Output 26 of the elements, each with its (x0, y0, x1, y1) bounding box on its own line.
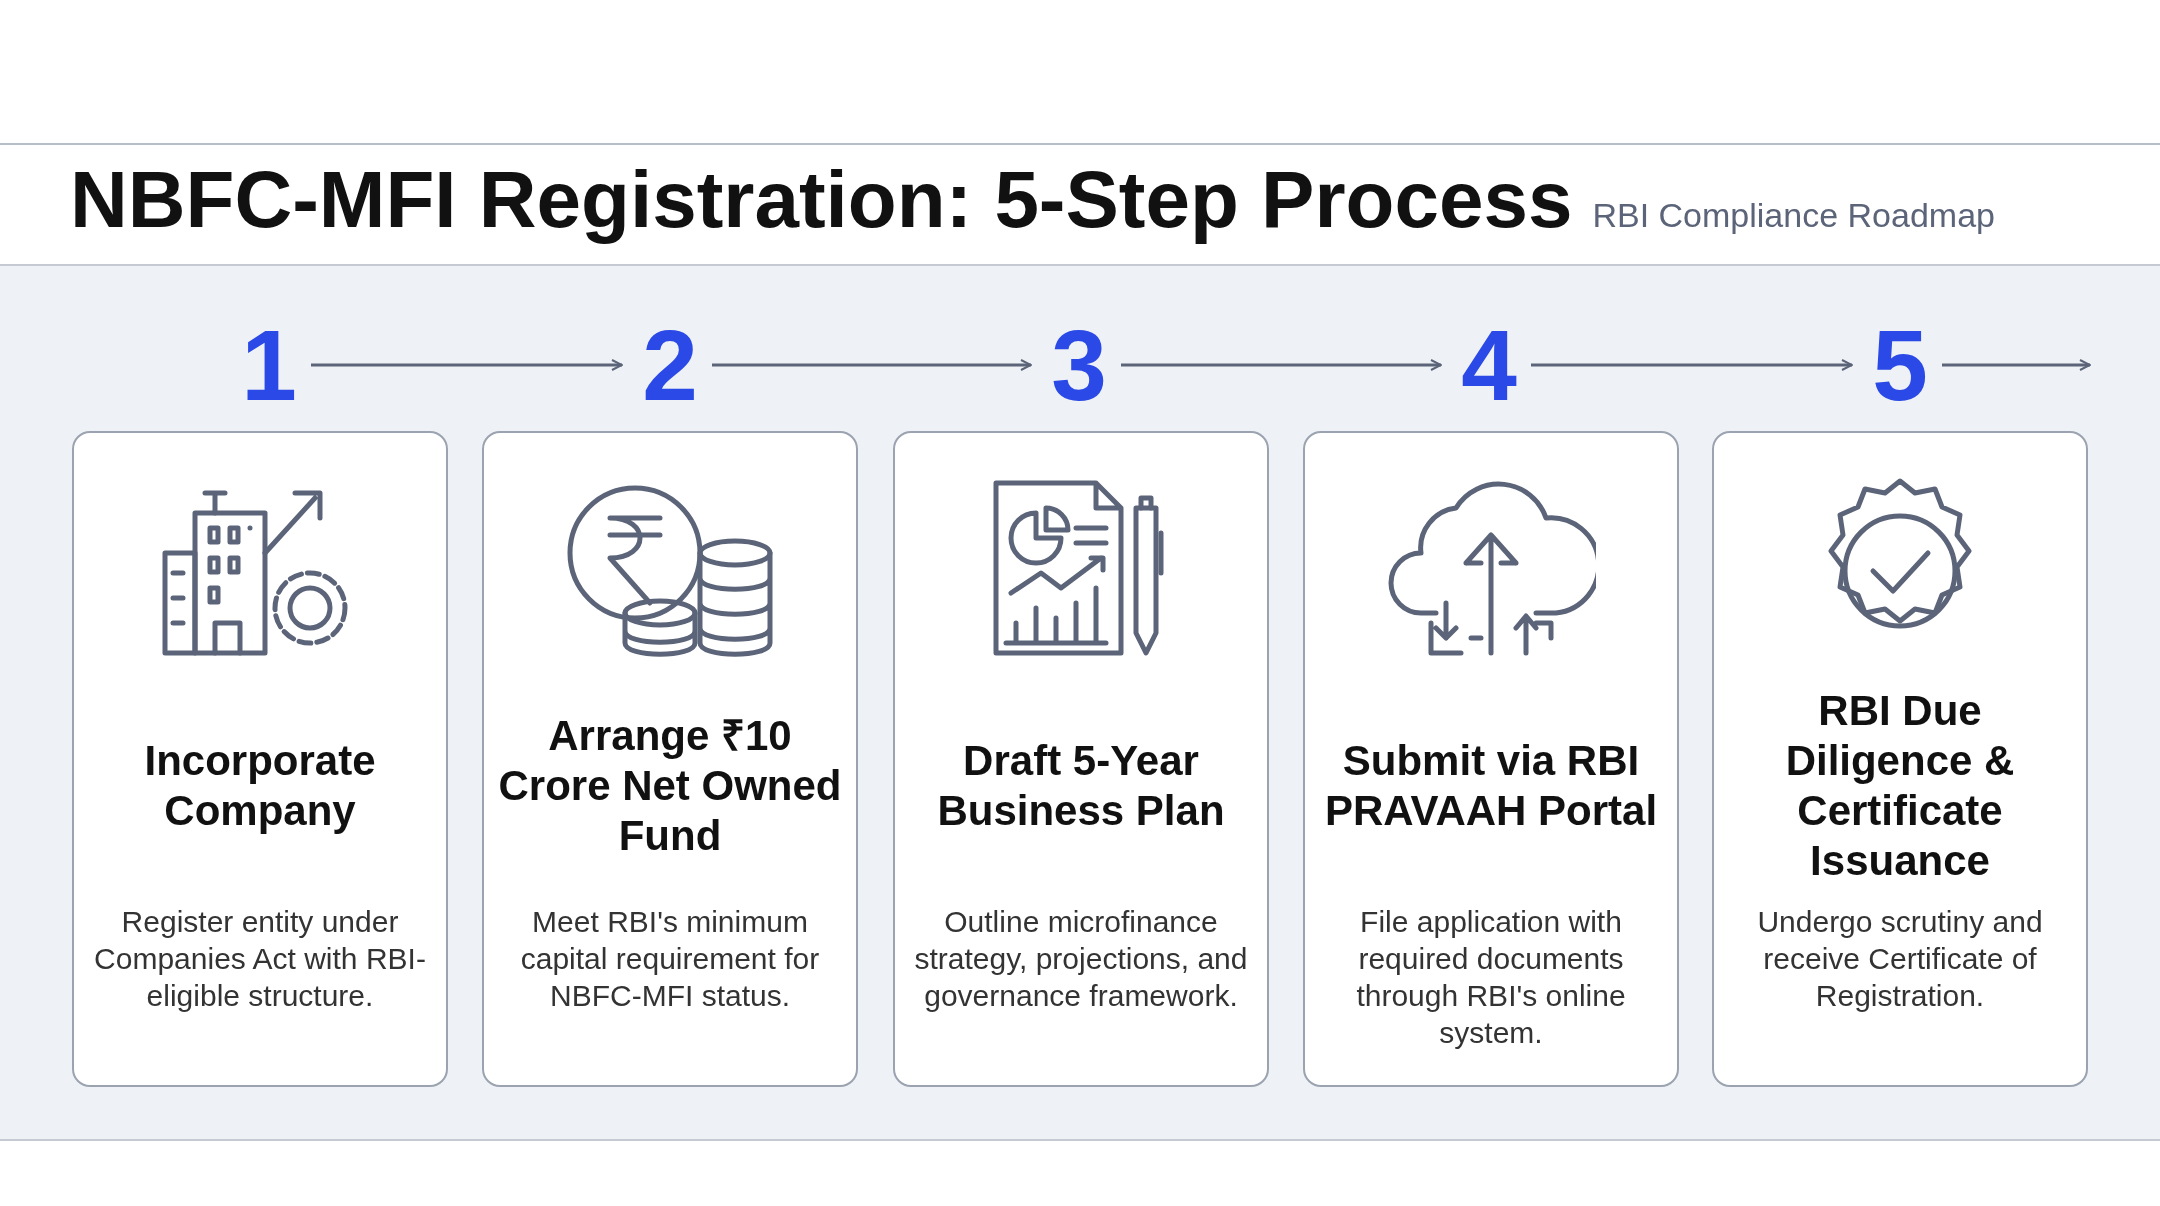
step-heading: RBI Due Diligence & Certificate Issuance (1784, 685, 2016, 886)
step-description: Register entity under Companies Act with RBI-eligible structure. (93, 904, 427, 1014)
arrow (1531, 359, 1853, 371)
step-description: Undergo scrutiny and receive Certificate of Registration. (1756, 904, 2044, 1014)
step-description: Outline microfinance strategy, projections, and governance framework. (913, 904, 1249, 1014)
arrow (712, 359, 1032, 371)
step-heading: Draft 5-Year Business Plan (936, 735, 1226, 836)
step-heading: Incorporate Company (143, 735, 377, 836)
step-card (893, 431, 1269, 1087)
step-card (482, 431, 858, 1087)
step-number: 1 (227, 310, 311, 420)
arrow (311, 359, 623, 371)
step-description: File application with required documents through RBI's online system. (1355, 904, 1627, 1051)
step-number: 3 (1037, 310, 1121, 420)
step-description: Meet RBI's minimum capital requirement for NBFC-MFI status. (519, 904, 821, 1014)
step-card (1712, 431, 2088, 1087)
subtitle: RBI Compliance Roadmap (1592, 195, 1995, 236)
step-number: 4 (1447, 310, 1531, 420)
step-heading: Submit via RBI PRAVAAH Portal (1323, 735, 1659, 836)
step-number: 5 (1858, 310, 1942, 420)
arrow (1942, 359, 2091, 371)
step-heading: Arrange ₹10 Crore Net Owned Fund (498, 710, 842, 861)
step-card (1303, 431, 1679, 1087)
arrow (1121, 359, 1442, 371)
step-card (72, 431, 448, 1087)
step-number: 2 (628, 310, 712, 420)
